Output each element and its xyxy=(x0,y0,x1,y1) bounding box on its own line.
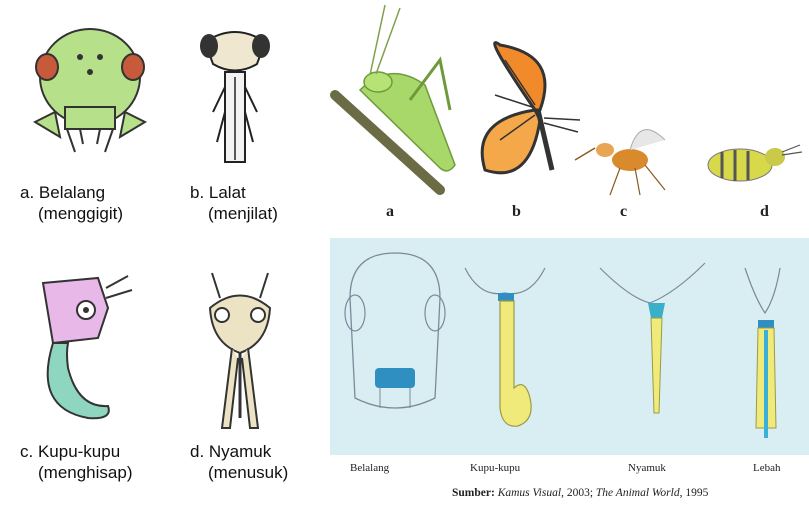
letter-b: b xyxy=(512,203,521,221)
label-kupu-type: (menghisap) xyxy=(38,462,133,483)
letter-a: a xyxy=(386,203,394,221)
label-kupu-name: c. Kupu-kupu xyxy=(20,441,120,462)
butterfly-head-drawing xyxy=(28,268,148,428)
source-work1: Kamus Visual xyxy=(498,487,561,499)
mosquito-head-drawing xyxy=(200,268,280,438)
label-belalang-type: (menggigit) xyxy=(38,203,123,224)
bee-icon xyxy=(708,145,802,181)
caption-lebah: Lebah xyxy=(753,462,780,474)
label-belalang-name: a. Belalang xyxy=(20,182,105,203)
source-year: , 1995 xyxy=(680,487,709,499)
mouthparts-panel: Belalang Kupu-kupu Nyamuk Lebah xyxy=(330,238,809,455)
bee-mouth-icon xyxy=(745,268,780,438)
grasshopper-head-drawing xyxy=(25,12,155,172)
source-work2: The Animal World xyxy=(596,487,680,499)
insects-drawing xyxy=(330,0,809,200)
fly-head-drawing xyxy=(195,22,275,172)
mosquito-icon xyxy=(575,130,665,195)
butterfly-mouth-icon xyxy=(465,268,545,426)
mouthparts-drawing xyxy=(330,238,809,455)
butterfly-icon xyxy=(482,43,580,173)
label-nyamuk-type: (menusuk) xyxy=(208,462,288,483)
label-nyamuk-name: d. Nyamuk xyxy=(190,441,271,462)
label-lalat-type: (menjilat) xyxy=(208,203,278,224)
letter-c: c xyxy=(620,203,627,221)
source-sep: , 2003; xyxy=(561,487,596,499)
label-lalat-name: b. Lalat xyxy=(190,182,246,203)
caption-nyamuk: Nyamuk xyxy=(628,462,666,474)
caption-belalang: Belalang xyxy=(350,462,389,474)
source-citation: Sumber: Kamus Visual, 2003; The Animal W… xyxy=(452,487,708,499)
grasshopper-icon xyxy=(335,5,455,190)
source-prefix: Sumber: xyxy=(452,487,495,499)
mosquito-mouth-icon xyxy=(600,263,705,413)
letter-d: d xyxy=(760,203,769,221)
grasshopper-mouth-icon xyxy=(345,253,445,408)
caption-kupu-kupu: Kupu-kupu xyxy=(470,462,520,474)
